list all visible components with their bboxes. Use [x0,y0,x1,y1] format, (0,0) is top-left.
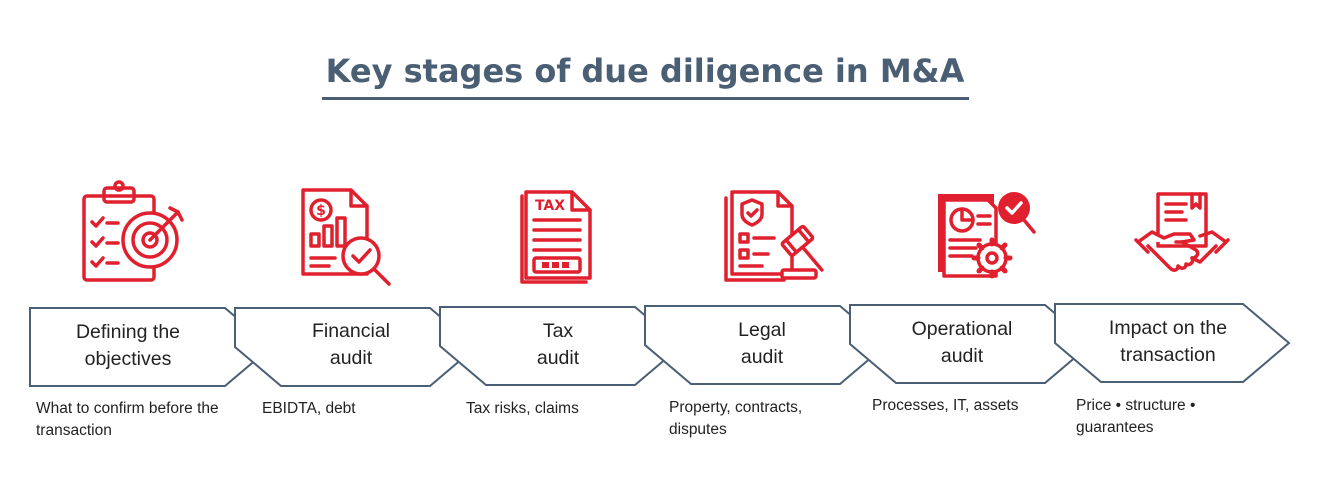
stage-3-description: Tax risks, claims [466,400,579,417]
stage-3-label: Tax audit [473,318,643,372]
stage-4-label-line1: Legal [738,319,786,341]
tax-icon-text: TAX [535,198,565,214]
stage-4-label-line2: audit [740,346,784,368]
stage-3-label-line1: Tax [542,320,574,342]
stage-2-label-line1: Financial [311,320,391,342]
title-underline [322,97,969,100]
stage-arrow-6 [1054,303,1291,383]
stage-1-description: What to confirm before the transaction [36,400,219,439]
operations-report-gear-icon [938,192,1036,279]
tax-document-icon: TAX [520,190,592,284]
stage-1-label: Defining the objectives [43,319,213,373]
stage-3-label-line2: audit [536,347,580,369]
stage-5-label-line2: audit [940,345,984,367]
stage-arrow-4 [644,305,888,385]
stage-1-label-line1: Defining the [75,321,181,343]
stage-6-description: Price • structure • guarantees [1076,397,1196,436]
stage-5-label-line1: Operational [911,318,1013,340]
page-title: Key stages of due diligence in M&A [325,52,965,90]
stage-arrow-2 [234,307,478,387]
stage-2-description: EBIDTA, debt [262,400,356,417]
stage-arrow-1 [29,307,273,387]
stage-2-label: Financial audit [266,318,436,372]
stage-6-label-line1: Impact on the [1108,317,1228,339]
stage-5-label: Operational audit [877,316,1047,370]
handshake-contract-icon [1134,192,1230,272]
stage-1-label-line2: objectives [84,348,172,370]
stage-4-label: Legal audit [677,317,847,371]
stage-6-label: Impact on the transaction [1083,315,1253,369]
legal-document-gavel-icon [724,190,824,282]
stage-5-description: Processes, IT, assets [872,397,1019,414]
stage-arrow-5 [849,304,1093,384]
financial-report-magnifier-icon: $ [301,188,391,286]
stage-4-description: Property, contracts, disputes [669,399,803,438]
stage-arrow-3 [439,306,683,386]
svg-text:$: $ [316,203,326,219]
clipboard-target-icon [82,180,184,282]
stage-2-label-line2: audit [329,347,373,369]
stage-6-label-line2: transaction [1120,344,1216,366]
